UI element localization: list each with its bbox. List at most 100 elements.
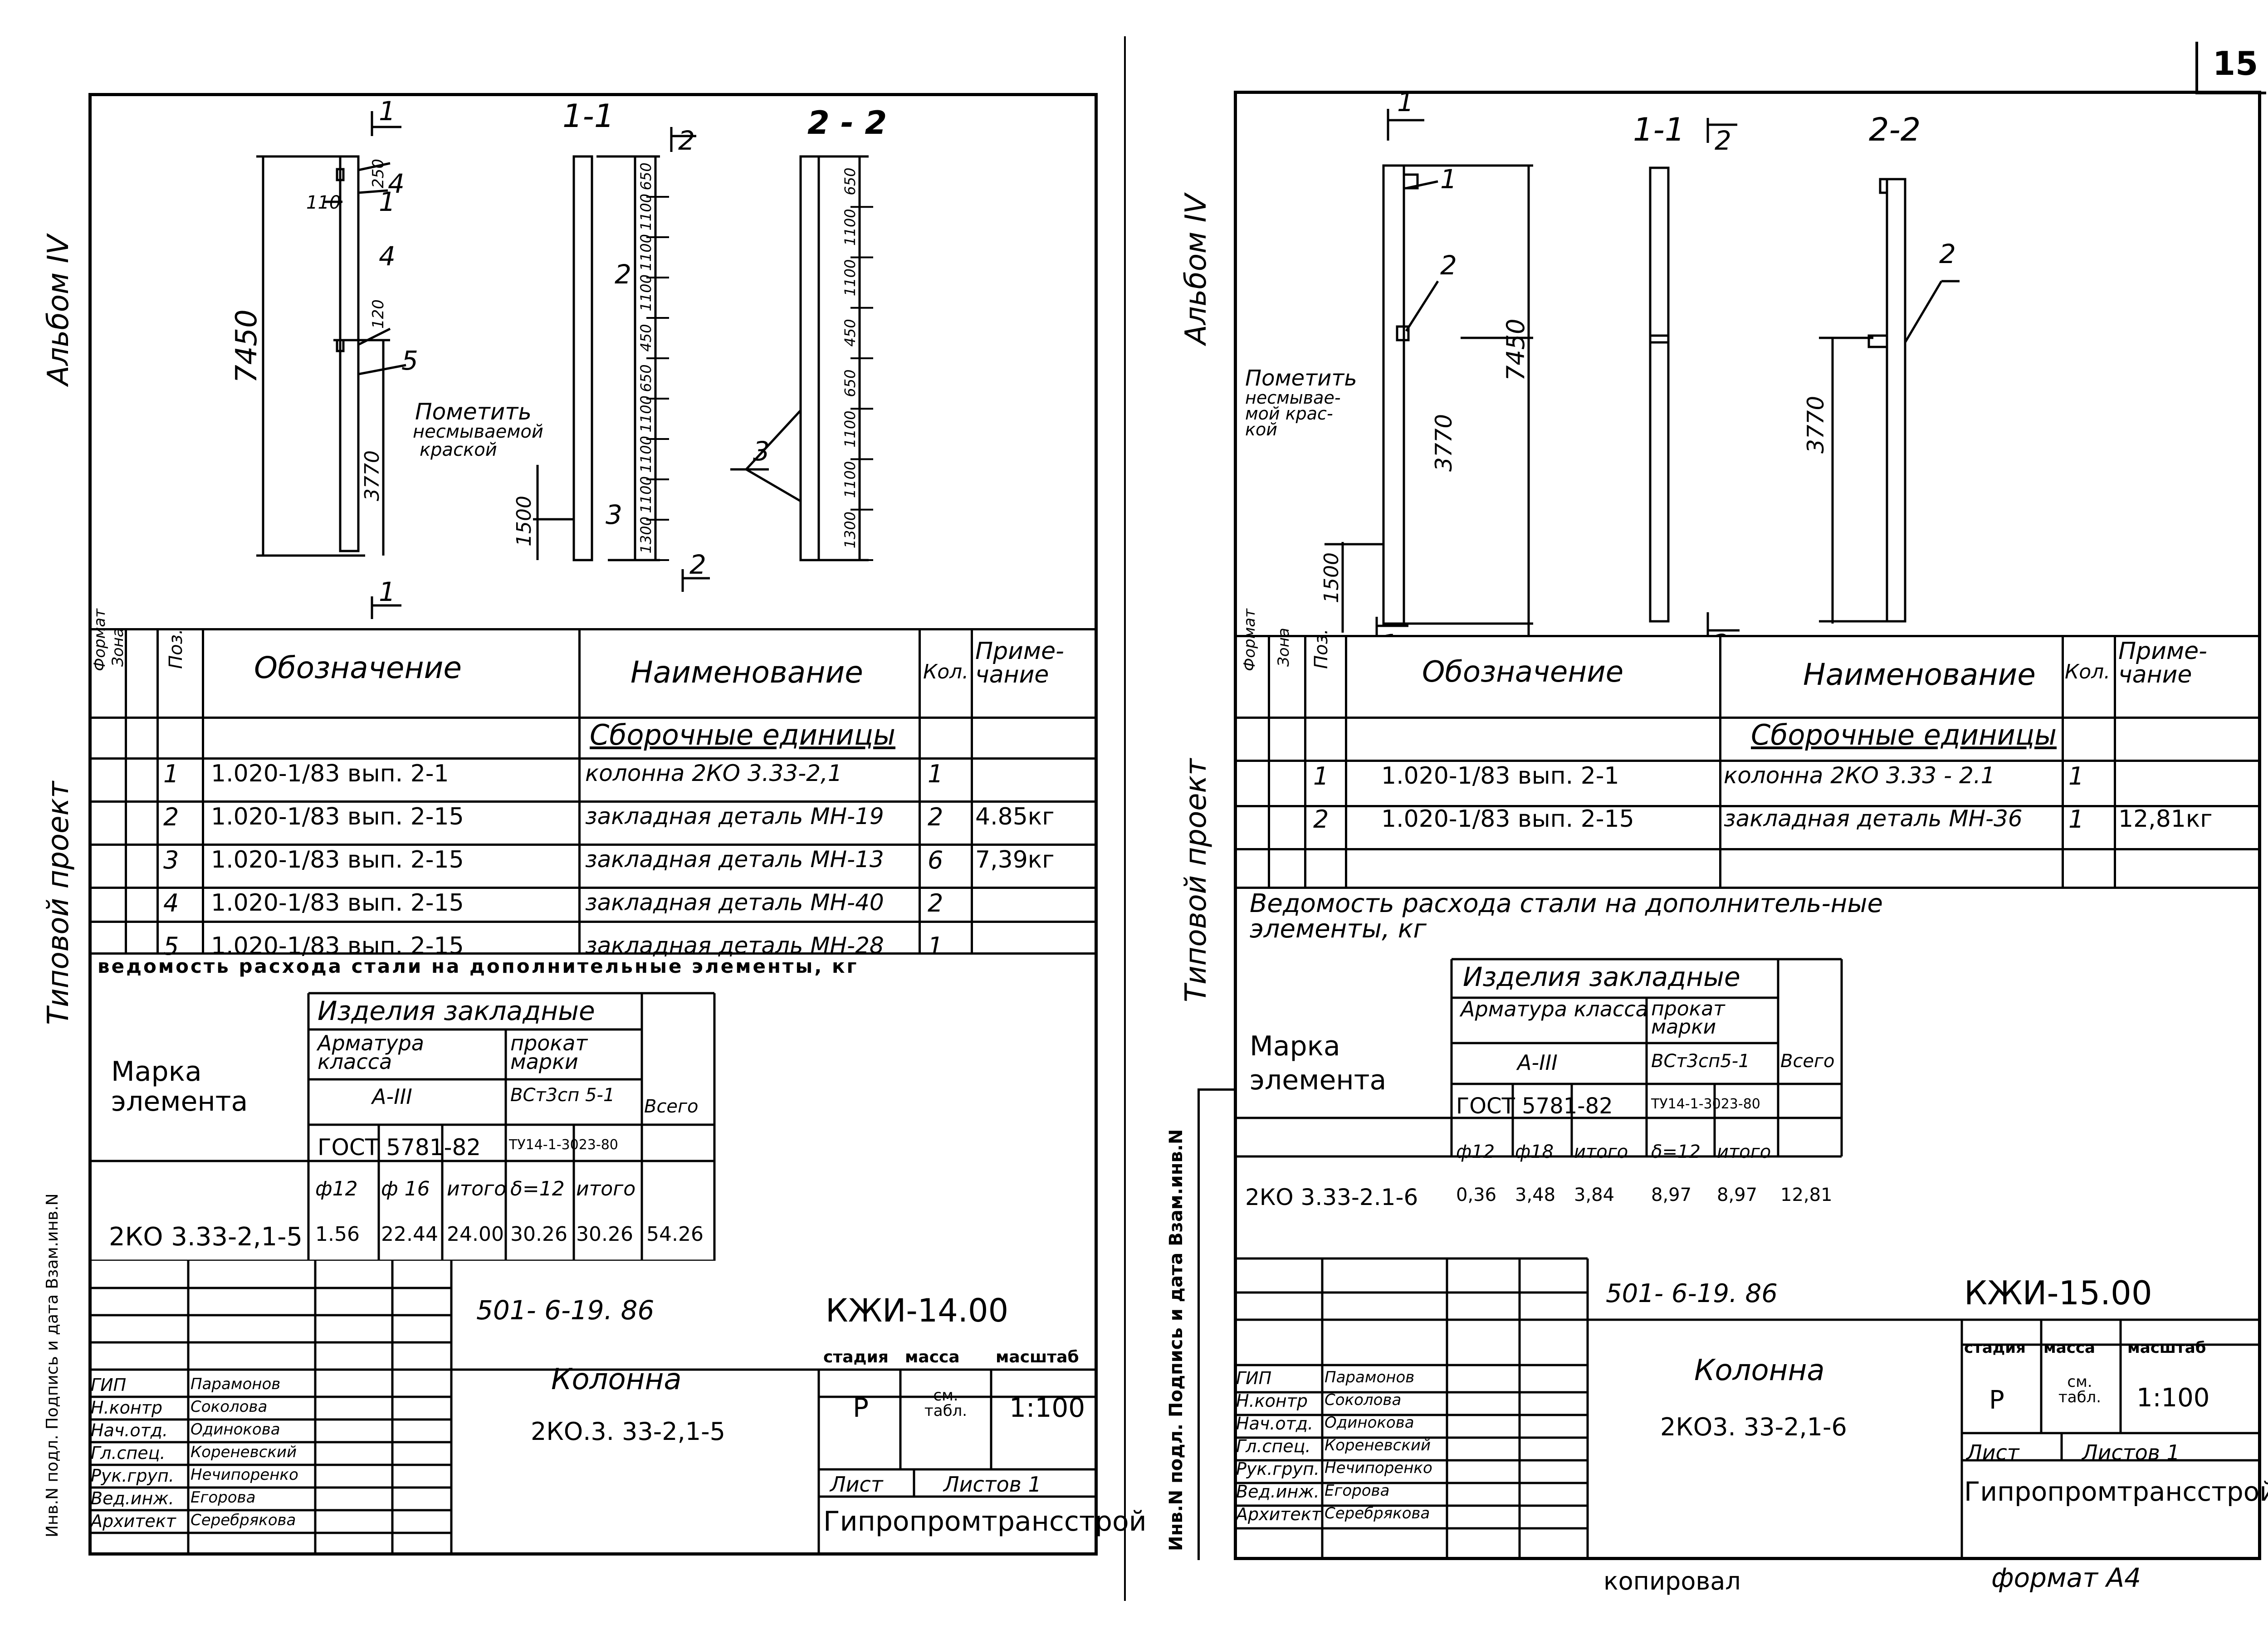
steel-rolled-grade-right: ВСт3сп5-1 <box>1651 1051 1750 1072</box>
section-label-2-2-right: 2-2 <box>1869 111 1921 148</box>
steel-value: 0,36 <box>1456 1185 1497 1205</box>
title-block-left <box>88 1261 1098 1556</box>
pos-label-3a: 3 <box>606 499 622 530</box>
pos-label-2: 2 <box>615 259 631 290</box>
org-right: Гипропромтрансстрой <box>1964 1476 2268 1507</box>
spec-row-name: закладная деталь МН-28 <box>585 932 884 959</box>
dimension-label: 1100 <box>637 274 655 311</box>
footer-copied: копировал <box>1603 1567 1741 1595</box>
dimension-label: 1100 <box>637 476 655 513</box>
pos-label-2-right: 2 <box>1440 250 1457 281</box>
spec-row-qty: 2 <box>928 889 943 917</box>
dimension-label: 650 <box>841 168 859 195</box>
sheets-label-right: Листов 1 <box>2082 1440 2180 1465</box>
cut-mark-top-left: 1 <box>379 96 396 127</box>
signer-name: Парамонов <box>191 1375 281 1393</box>
dim-7450-right: 7450 <box>1501 319 1530 381</box>
side-stamp-left: Инв.N подл. Подпись и дата Взам.инв.N <box>43 1193 62 1537</box>
steel-value: 22.44 <box>381 1223 438 1246</box>
dimension-label: 1100 <box>841 209 859 245</box>
signer-name: Егорова <box>191 1488 256 1507</box>
spec-row-name: закладная деталь МН-36 <box>1724 805 2023 832</box>
spec-header-qty-right: Кол. <box>2065 660 2111 683</box>
stage-value-right: Р <box>1989 1385 2004 1415</box>
dimension-label: 650 <box>637 162 655 190</box>
steel-table-left <box>88 992 716 1261</box>
spec-header-format-right: Формат <box>1241 609 1259 671</box>
role-label: Вед.инж. <box>1236 1482 1320 1502</box>
pos-label-5: 5 <box>401 345 418 376</box>
stage-label-right: стадия <box>1964 1339 2026 1357</box>
dim-3770: 3770 <box>361 450 384 501</box>
steel-subheader: ф 16 <box>381 1177 430 1200</box>
spec-header-designation-right: Обозначение <box>1422 655 1624 689</box>
svg-text:мой крас-: мой крас- <box>1245 404 1333 424</box>
spec-header-pos-left: Поз. <box>166 629 186 669</box>
sheets-label-left: Листов 1 <box>943 1472 1041 1497</box>
spec-row-designation: 1.020-1/83 вып. 2-15 <box>1381 805 1634 833</box>
signer-name: Соколова <box>1325 1391 1402 1409</box>
sheet-right <box>1234 91 2261 1560</box>
dim-1500-right: 1500 <box>1320 552 1343 603</box>
project-label-left: Типовой проект <box>42 781 75 1025</box>
steel-rebar-class-left: А-III <box>372 1084 412 1109</box>
pos-label-2b-right: 2 <box>1939 239 1956 269</box>
steel-tu-right: ТУ14-1-3023-80 <box>1651 1096 1760 1112</box>
page-number: 15 <box>2213 44 2258 83</box>
steel-title-right: Ведомость расхода стали на дополнитель-н… <box>1250 889 1883 944</box>
spec-row-pos: 4 <box>163 889 179 917</box>
steel-row-mark-left: 2КО 3.33-2,1-5 <box>109 1222 303 1252</box>
spec-row-note: 4.85кг <box>975 803 1055 830</box>
steel-value: 8,97 <box>1717 1185 1758 1205</box>
pos-label-1: 1 <box>379 186 396 217</box>
project-code-right: 501- 6-19. 86 <box>1606 1279 1778 1308</box>
spec-row-name: закладная деталь МН-40 <box>585 889 884 916</box>
spec-row-designation: 1.020-1/83 вып. 2-15 <box>211 889 464 917</box>
mass-value-left: см. табл. <box>924 1386 968 1420</box>
spec-row-name: закладная деталь МН-13 <box>585 846 884 873</box>
dim-7450: 7450 <box>230 309 264 383</box>
svg-text:несмываемой: несмываемой <box>413 421 543 442</box>
role-label: Гл.спец. <box>91 1443 166 1463</box>
steel-value: 30.26 <box>510 1223 567 1246</box>
steel-subheader: δ=12 <box>510 1177 565 1200</box>
scale-value-left: 1:100 <box>1009 1392 1085 1423</box>
role-label: Архитект <box>1236 1504 1321 1524</box>
steel-value: 30.26 <box>576 1223 633 1246</box>
steel-value: 54.26 <box>646 1223 704 1246</box>
dimension-label: 1100 <box>637 234 655 271</box>
steel-rebar-header-right: Арматура класса <box>1461 997 1648 1021</box>
spec-row-name: колонна 2КО 3.33-2,1 <box>585 760 842 786</box>
svg-text:несмывае-: несмывае- <box>1245 388 1341 408</box>
spec-row-designation: 1.020-1/83 вып. 2-15 <box>211 846 464 873</box>
mass-label-right: масса <box>2043 1339 2095 1357</box>
dimension-label: 450 <box>841 319 859 346</box>
spec-header-format-left: Формат <box>91 609 109 671</box>
dimension-label: 1100 <box>841 259 859 296</box>
steel-value: 1.56 <box>315 1223 360 1246</box>
signer-name: Егорова <box>1325 1482 1390 1500</box>
spec-row-qty: 1 <box>928 932 943 961</box>
spec-row-name: колонна 2КО 3.33 - 2.1 <box>1724 762 1995 789</box>
spec-row-pos: 2 <box>163 803 179 831</box>
steel-row-mark-right: 2КО 3.33-2.1-6 <box>1245 1184 1418 1210</box>
pos-label-4a: 4 <box>388 168 405 199</box>
steel-total-header-left: Всего <box>644 1096 699 1117</box>
product-mark-right: 2КО3. 33-2,1-6 <box>1660 1413 1847 1441</box>
dimension-label: 650 <box>841 370 859 397</box>
dim-110: 110 <box>306 192 341 213</box>
steel-subheader: итого <box>576 1177 636 1200</box>
stage-value-left: Р <box>853 1392 869 1423</box>
signer-name: Серебрякова <box>1325 1504 1430 1522</box>
spec-header-note-right: Приме-чание <box>2118 638 2207 688</box>
spec-row-note: 7,39кг <box>975 846 1055 873</box>
steel-subheader: ф12 <box>315 1177 358 1200</box>
sheet-label-left: Лист <box>830 1472 883 1497</box>
elevation-drawing-right: 1 1 1-1 2 2 2-2 1 2 2 Пометить несмывае-… <box>1245 91 1960 635</box>
role-label: Вед.инж. <box>91 1488 174 1508</box>
svg-text:кой: кой <box>1245 419 1277 439</box>
sheet-code-right: КЖИ-15.00 <box>1964 1274 2152 1312</box>
mass-value-right: см. табл. <box>2058 1373 2102 1406</box>
spec-row-qty: 1 <box>928 760 943 788</box>
spec-header-zone-right: Зона <box>1275 628 1293 667</box>
